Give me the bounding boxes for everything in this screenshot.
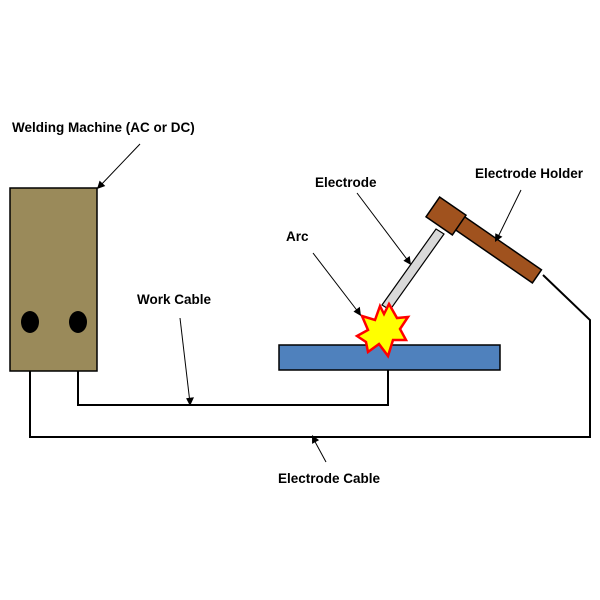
electrode-holder-arrowhead xyxy=(495,233,503,242)
welding-machine-arrowhead xyxy=(97,180,106,189)
electrode-cable-arrowhead xyxy=(312,435,320,444)
welding-machine-pointer xyxy=(98,143,141,188)
electrode-terminal xyxy=(21,311,39,333)
electrode-holder-jaw xyxy=(424,195,468,237)
electrode-cable-label: Electrode Cable xyxy=(278,471,381,486)
work-cable-pointer xyxy=(179,317,191,404)
welding-machine xyxy=(9,187,98,372)
electrode-pointer xyxy=(356,192,410,263)
electrode-arrowhead xyxy=(403,256,411,265)
work-terminal xyxy=(69,311,87,333)
welding-machine-label: Welding Machine (AC or DC) xyxy=(12,120,195,135)
arc-burst xyxy=(354,301,411,359)
electrode-holder-pointer xyxy=(496,189,522,240)
electrode-label: Electrode xyxy=(315,175,377,190)
arc-label: Arc xyxy=(286,229,309,244)
electrode-rod xyxy=(381,228,445,311)
electrode-holder-label: Electrode Holder xyxy=(475,166,584,181)
electrode-cable xyxy=(29,274,591,438)
work-cable-arrowhead xyxy=(186,397,194,406)
arc-arrowhead xyxy=(353,306,361,316)
work-cable-label: Work Cable xyxy=(137,292,212,307)
arc-pointer xyxy=(312,252,360,314)
